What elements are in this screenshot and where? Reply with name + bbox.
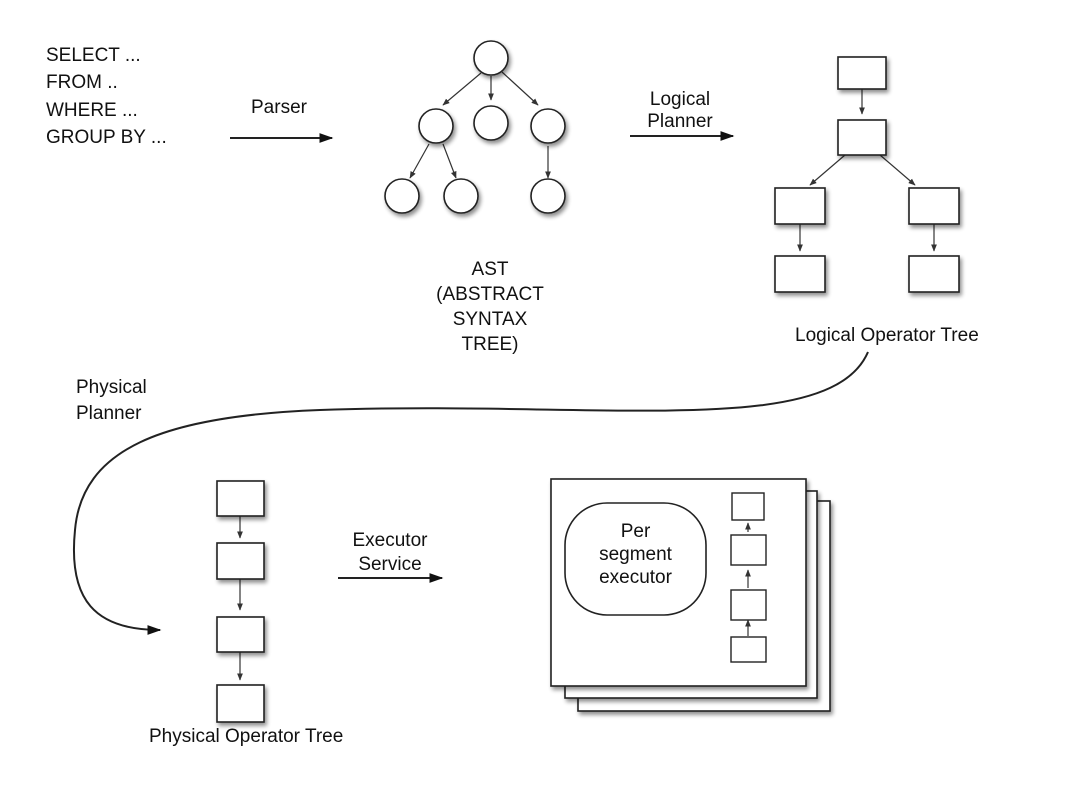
sql-select-line: SELECT ...: [46, 45, 141, 66]
ast-edges: [409, 71, 551, 179]
logical-op-node: [837, 119, 887, 156]
ast-caption-line: TREE): [461, 334, 519, 355]
logical-op-node: [774, 255, 826, 293]
parser-label: Parser: [251, 97, 307, 118]
logical-op-node: [774, 187, 826, 225]
executor-service-line: Executor: [352, 530, 428, 551]
executor-mini-op-node: [730, 589, 767, 621]
ast-node-root: [473, 40, 509, 76]
logical-planner-label: Logical Planner: [620, 89, 740, 133]
physical-op-node: [216, 542, 265, 580]
physical-planner-arrow: [73, 351, 869, 635]
physical-planner-line: Physical: [76, 377, 147, 398]
sql-where-line: WHERE ...: [46, 100, 138, 121]
executor-service-label: Executor Service: [330, 530, 450, 576]
ast-caption-line: AST: [471, 259, 509, 280]
physical-op-node: [216, 616, 265, 653]
physical-planner-line: Planner: [76, 403, 142, 424]
physical-op-node: [216, 684, 265, 723]
physical-op-node: [216, 480, 265, 517]
physical-tree-caption: Physical Operator Tree: [149, 726, 344, 747]
executor-mini-op-node: [730, 534, 767, 566]
segment-executor-pill: [564, 502, 707, 616]
ast-node: [473, 105, 509, 141]
ast-caption-line: (ABSTRACT: [436, 284, 544, 305]
sql-from-line: FROM ..: [46, 72, 118, 93]
logical-planner-line: Planner: [647, 111, 713, 132]
segment-executor-stack: [550, 478, 831, 712]
segment-executor-label: Per segment executor: [565, 521, 706, 589]
logical-tree-caption: Logical Operator Tree: [795, 325, 979, 346]
logical-op-node: [837, 56, 887, 90]
ast-caption-line: SYNTAX: [452, 309, 528, 330]
executor-mini-op-node: [730, 636, 767, 663]
logical-op-node: [908, 255, 960, 293]
ast-node: [384, 178, 420, 214]
segment-executor-line: segment: [599, 544, 672, 565]
executor-service-line: Service: [358, 554, 422, 575]
logical-tree-edges: [797, 89, 937, 252]
ast-node: [443, 178, 479, 214]
logical-planner-line: Logical: [649, 89, 711, 110]
ast-node: [418, 108, 454, 144]
segment-executor-line: executor: [599, 567, 672, 588]
executor-mini-op-node: [731, 492, 765, 521]
sql-group-by-line: GROUP BY ...: [46, 127, 167, 148]
ast-caption: AST (ABSTRACT SYNTAX TREE): [420, 259, 560, 356]
segment-executor-line: Per: [620, 521, 651, 542]
ast-node: [530, 108, 566, 144]
logical-op-node: [908, 187, 960, 225]
ast-node: [530, 178, 566, 214]
physical-planner-label: Physical Planner: [76, 377, 147, 425]
